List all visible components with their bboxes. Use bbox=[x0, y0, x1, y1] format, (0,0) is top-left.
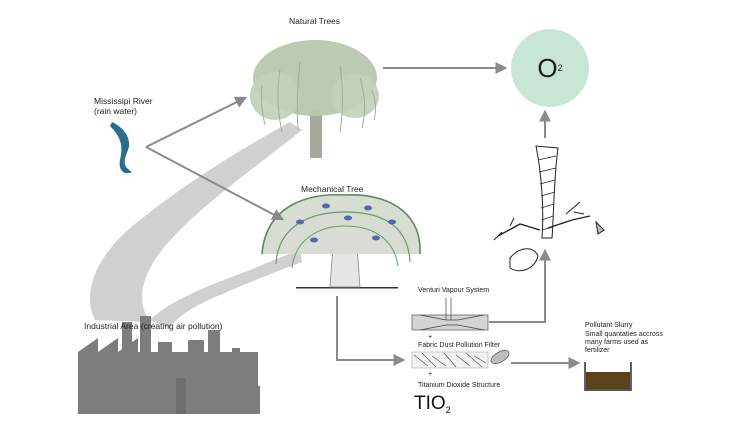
river-note-label: (rain water) bbox=[94, 106, 137, 116]
slurry-title: Pollutant Slurry bbox=[585, 322, 633, 329]
flow-arrows bbox=[145, 62, 581, 369]
factory-icon bbox=[78, 316, 260, 414]
plus-sign-1: + bbox=[428, 334, 433, 341]
slurry-line-3: fertilizer bbox=[585, 347, 610, 354]
arrow-mechanical-to-filters bbox=[336, 296, 406, 366]
smoke-plume bbox=[90, 122, 302, 328]
tio2-formula: TIO2 bbox=[414, 393, 451, 416]
arrow-river-to-natural bbox=[145, 96, 248, 148]
industrial-area-label: Industrial Area (creating air pollution) bbox=[84, 321, 223, 331]
mechanical-tree-icon bbox=[261, 193, 421, 289]
venturi-icon bbox=[411, 298, 489, 331]
river-icon bbox=[110, 122, 132, 174]
venturi-label: Venturi Vapour System bbox=[418, 287, 490, 294]
natural-tree-icon bbox=[250, 40, 379, 158]
plus-sign-2: + bbox=[428, 371, 433, 378]
slurry-line-2: many farms used as bbox=[585, 339, 649, 346]
arrow-venturi-to-tower bbox=[489, 248, 551, 323]
river-name-label: Mississipi River bbox=[94, 96, 153, 106]
fabric-filter-label: Fabric Dust Pollution Filter bbox=[418, 342, 501, 349]
mechanical-tree-label: Mechanical Tree bbox=[301, 184, 364, 194]
slurry-container-icon bbox=[584, 362, 632, 391]
arrow-river-to-mechanical bbox=[145, 146, 285, 221]
oxygen-tower-icon bbox=[493, 145, 605, 272]
natural-trees-label: Natural Trees bbox=[289, 16, 341, 26]
titanium-label: Titanium Dioxide Structure bbox=[418, 382, 501, 389]
slurry-line-1: Small quantaties accross bbox=[585, 331, 663, 338]
fabric-filter-icon bbox=[411, 350, 510, 369]
